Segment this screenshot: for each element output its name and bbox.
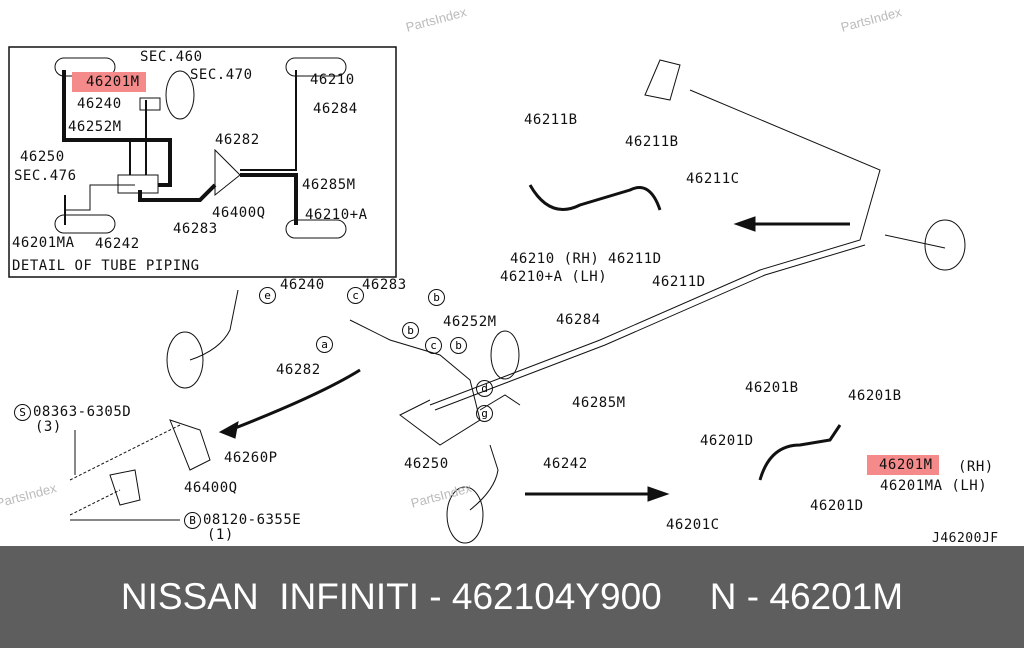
label-46201ma-lh[interactable]: 46201MA (LH) bbox=[880, 478, 988, 494]
label-46210-rh[interactable]: 46210 (RH) bbox=[510, 251, 600, 267]
banner-brand-part: NISSAN INFINITI - 462104Y900 bbox=[120, 576, 662, 617]
detail-caption: DETAIL OF TUBE PIPING bbox=[12, 258, 200, 274]
label-46284[interactable]: 46284 bbox=[313, 101, 358, 117]
diagram-code: J46200JF bbox=[932, 531, 999, 546]
label-46211d[interactable]: 46211D bbox=[652, 274, 706, 290]
callout-d: d bbox=[476, 380, 493, 397]
label-46201b[interactable]: 46201B bbox=[745, 380, 799, 396]
label-46211c[interactable]: 46211C bbox=[686, 171, 740, 187]
parts-diagram: PartsIndex PartsIndex PartsIndex PartsIn… bbox=[0, 4, 999, 546]
label-46284[interactable]: 46284 bbox=[556, 312, 601, 328]
label-46210a[interactable]: 46210+A bbox=[305, 207, 368, 223]
label-46201d[interactable]: 46201D bbox=[700, 433, 754, 449]
label-08363-6305d[interactable]: 08363-6305D bbox=[33, 404, 132, 420]
label-46283[interactable]: 46283 bbox=[173, 221, 218, 237]
label-sec476: SEC.476 bbox=[14, 168, 77, 184]
label-46201ma[interactable]: 46201MA bbox=[12, 235, 75, 251]
label-46201c[interactable]: 46201C bbox=[666, 517, 720, 533]
label-46210a-lh[interactable]: 46210+A (LH) bbox=[500, 269, 608, 285]
label-46240[interactable]: 46240 bbox=[280, 277, 325, 293]
diagram-linework bbox=[8, 46, 966, 544]
label-46211b[interactable]: 46211B bbox=[625, 134, 679, 150]
label-46242[interactable]: 46242 bbox=[95, 236, 140, 252]
callout-c: c bbox=[347, 287, 364, 304]
label-46240[interactable]: 46240 bbox=[77, 96, 122, 112]
label-46283[interactable]: 46283 bbox=[362, 277, 407, 293]
label-46242[interactable]: 46242 bbox=[543, 456, 588, 472]
label-46250[interactable]: 46250 bbox=[404, 456, 449, 472]
label-46285m[interactable]: 46285M bbox=[302, 177, 356, 193]
callout-b: b bbox=[450, 337, 467, 354]
callout-c: c bbox=[425, 337, 442, 354]
callout-b: b bbox=[402, 322, 419, 339]
label-46252m[interactable]: 46252M bbox=[443, 314, 497, 330]
label-46211b[interactable]: 46211B bbox=[524, 112, 578, 128]
label-sec460: SEC.460 bbox=[140, 49, 203, 65]
callout-g: g bbox=[476, 405, 493, 422]
label-46201m-highlighted[interactable]: 46201M bbox=[867, 455, 939, 475]
label-46260p[interactable]: 46260P bbox=[224, 450, 278, 466]
label-46201m-highlighted[interactable]: 46201M bbox=[72, 72, 146, 92]
part-number-banner: NISSAN INFINITI - 462104Y900 N - 46201M bbox=[0, 546, 1024, 648]
callout-b: b bbox=[428, 289, 445, 306]
callout-e: e bbox=[259, 287, 276, 304]
label-46400q[interactable]: 46400Q bbox=[212, 205, 266, 221]
callout-a: a bbox=[316, 336, 333, 353]
label-46282[interactable]: 46282 bbox=[276, 362, 321, 378]
label-46252m[interactable]: 46252M bbox=[68, 119, 122, 135]
label-rh: (RH) bbox=[958, 459, 994, 475]
label-46250[interactable]: 46250 bbox=[20, 149, 65, 165]
label-sec470: SEC.470 bbox=[190, 67, 253, 83]
label-qty-1: (1) bbox=[207, 527, 234, 543]
label-46211d[interactable]: 46211D bbox=[608, 251, 662, 267]
label-46201b[interactable]: 46201B bbox=[848, 388, 902, 404]
label-46282[interactable]: 46282 bbox=[215, 132, 260, 148]
label-46210[interactable]: 46210 bbox=[310, 72, 355, 88]
label-qty-3: (3) bbox=[35, 419, 62, 435]
label-46285m[interactable]: 46285M bbox=[572, 395, 626, 411]
label-46201d[interactable]: 46201D bbox=[810, 498, 864, 514]
banner-diagram-ref: N - 46201M bbox=[709, 576, 904, 617]
prefix-b-icon: B bbox=[184, 512, 201, 529]
label-08120-6355e[interactable]: 08120-6355E bbox=[203, 512, 302, 528]
label-46400q[interactable]: 46400Q bbox=[184, 480, 238, 496]
prefix-s-icon: S bbox=[14, 404, 31, 421]
